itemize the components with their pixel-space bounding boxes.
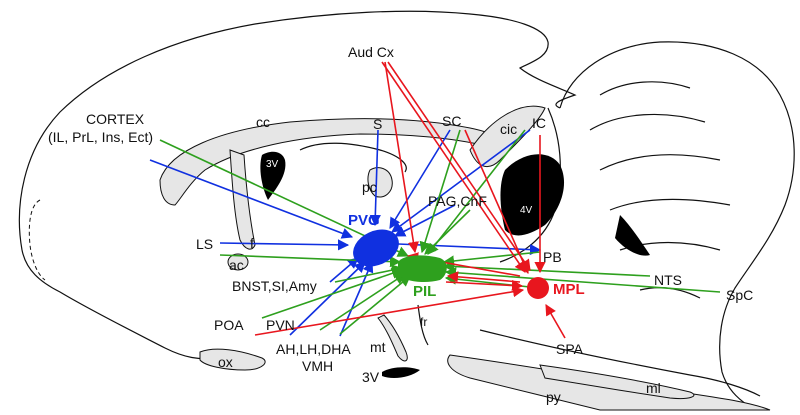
pil-label: PIL bbox=[413, 283, 436, 300]
pc-label: pc bbox=[362, 179, 377, 195]
nts-label: NTS bbox=[654, 272, 682, 288]
ac-label: ac bbox=[229, 257, 244, 273]
ox-label: ox bbox=[218, 354, 233, 370]
pil-nucleus bbox=[398, 255, 447, 282]
pvg-nucleus bbox=[353, 229, 399, 267]
bnst-label: BNST,SI,Amy bbox=[232, 278, 317, 294]
red-projections bbox=[254, 61, 566, 339]
fr-label: fr bbox=[420, 315, 427, 329]
pvn-label: PVN bbox=[266, 317, 295, 333]
third-ventricle-top-label: 3V bbox=[266, 159, 279, 170]
stria-structure bbox=[299, 142, 407, 173]
spc-label: SpC bbox=[726, 287, 753, 303]
green-projections bbox=[159, 129, 721, 335]
py-label: py bbox=[546, 389, 561, 405]
third-ventricle-top bbox=[260, 151, 286, 200]
sc-label: SC bbox=[442, 113, 461, 129]
mpl-label: MPL bbox=[553, 281, 585, 298]
third-ventricle-bottom bbox=[382, 367, 420, 378]
ic-label: IC bbox=[532, 115, 546, 131]
poa-label: POA bbox=[214, 317, 244, 333]
anterior-commissure bbox=[227, 253, 249, 271]
posterior-commissure bbox=[367, 167, 393, 198]
optic-chiasm bbox=[199, 348, 266, 371]
corpus-callosum bbox=[159, 118, 505, 206]
medial-lemniscus bbox=[539, 364, 695, 399]
f-label: f bbox=[250, 235, 254, 251]
cc-label: cc bbox=[256, 114, 270, 130]
mpl-nucleus bbox=[527, 277, 549, 299]
pag-cnf-label: PAG,CnF bbox=[428, 193, 487, 209]
pvg-label: PVG bbox=[348, 212, 380, 229]
fasciculus-retroflexus bbox=[417, 304, 429, 346]
mt-label: mt bbox=[370, 339, 386, 355]
region-labels: Aud Cx CORTEX (IL, PrL, Ins, Ect) S SC I… bbox=[48, 44, 753, 405]
fourth-ventricle bbox=[500, 154, 565, 236]
ah-lh-dha-label: AH,LH,DHA bbox=[276, 341, 351, 357]
fourth-ventricle-label: 4V bbox=[520, 205, 533, 216]
spa-label: SPA bbox=[556, 341, 584, 357]
colliculi bbox=[469, 105, 546, 168]
cortex-label: CORTEX bbox=[86, 111, 145, 127]
fourth-ventricle-extension bbox=[615, 215, 650, 256]
brain-outline bbox=[18, 10, 795, 411]
cortex-sub-label: (IL, PrL, Ins, Ect) bbox=[48, 129, 153, 145]
third-ventricle-bottom-label: 3V bbox=[362, 369, 380, 385]
aud-cx-label: Aud Cx bbox=[348, 44, 394, 60]
ml-label: ml bbox=[646, 380, 661, 396]
ls-label: LS bbox=[196, 236, 213, 252]
vmh-label: VMH bbox=[302, 358, 333, 374]
cic-label: cic bbox=[500, 121, 517, 137]
s-label: S bbox=[373, 116, 382, 132]
mammillothalamic-tract bbox=[377, 314, 408, 362]
pb-label: PB bbox=[543, 249, 562, 265]
